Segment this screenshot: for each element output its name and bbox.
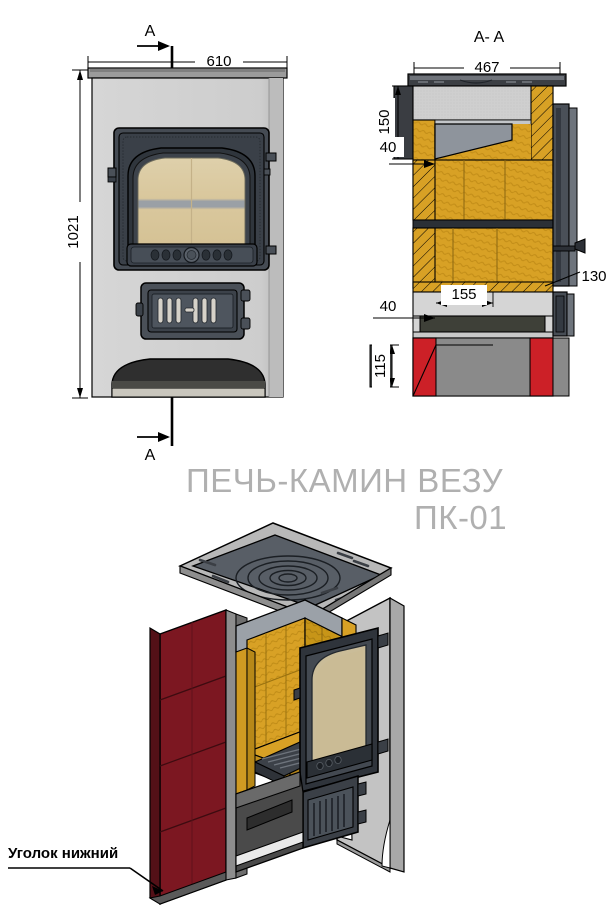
iso-firebrick-back	[246, 617, 306, 753]
iso-cooking-plate	[178, 522, 393, 624]
dimension-40-upper: 40	[372, 137, 435, 190]
dimension-value-130: 130	[581, 268, 606, 285]
dimension-130: 130	[544, 268, 606, 287]
dimension-115: 115	[369, 344, 399, 388]
dimension-value-40-upper: 40	[380, 139, 397, 156]
dimension-value-155: 155	[451, 286, 476, 303]
dimension-height-1021: 1021	[64, 69, 88, 399]
ash-pan-door[interactable]	[135, 282, 251, 340]
iso-firebox-door[interactable]	[293, 626, 389, 794]
dimension-value-467: 467	[474, 59, 499, 76]
dimension-value-115: 115	[372, 354, 389, 378]
section-mark-bottom: A	[137, 397, 174, 464]
section-door-handle	[552, 238, 586, 254]
iso-ash-base	[235, 771, 304, 873]
callout-lower-corner: Уголок нижний	[8, 845, 164, 895]
iso-tile-column	[148, 609, 227, 906]
dimension-40-lower: 40	[372, 297, 435, 322]
iso-ash-door[interactable]	[302, 775, 367, 849]
iso-inner-left-brick	[235, 647, 256, 795]
section-view-label: A- A	[474, 29, 505, 46]
firebox-door[interactable]	[107, 127, 277, 271]
section-label-bottom: A	[145, 447, 156, 464]
dimension-depth-467: 467	[413, 55, 561, 76]
dimension-value-610: 610	[206, 53, 231, 70]
front-plinth	[111, 358, 266, 398]
dimension-150: 150	[375, 85, 405, 160]
dimension-155: 155	[436, 285, 494, 307]
dimension-value-40-lower: 40	[380, 298, 397, 315]
callout-label: Уголок нижний	[8, 845, 118, 862]
dimension-value-150: 150	[376, 109, 393, 134]
dimension-value-1021: 1021	[65, 215, 82, 248]
section-label-top: A	[145, 23, 156, 40]
